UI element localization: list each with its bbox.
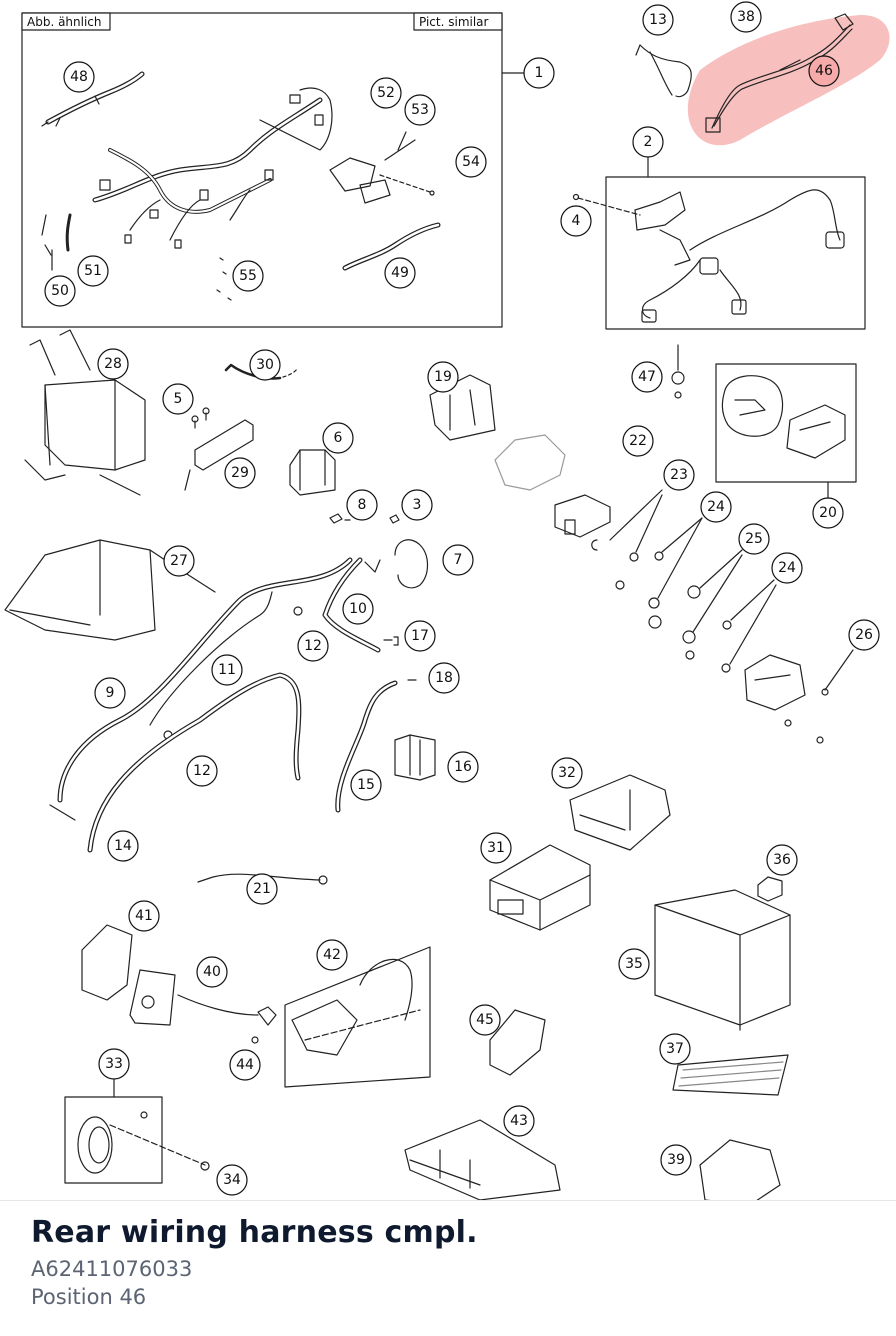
callout-22: 22 bbox=[629, 433, 647, 449]
group-frame-33 bbox=[64, 1096, 163, 1184]
callout-2: 2 bbox=[644, 134, 653, 150]
callout-55: 55 bbox=[239, 268, 257, 284]
callout-27: 27 bbox=[170, 553, 188, 569]
callout-11: 11 bbox=[218, 662, 236, 678]
callout-16: 16 bbox=[454, 759, 472, 775]
callout-43: 43 bbox=[510, 1113, 528, 1129]
callout-48: 48 bbox=[70, 69, 88, 85]
callout-51: 51 bbox=[84, 263, 102, 279]
highlight-part-46 bbox=[687, 14, 890, 146]
callout-42: 42 bbox=[323, 947, 341, 963]
callout-29: 29 bbox=[231, 465, 249, 481]
callout-24: 24 bbox=[707, 499, 725, 515]
callout-5: 5 bbox=[174, 391, 183, 407]
callout-3: 3 bbox=[413, 497, 422, 513]
callout-49: 49 bbox=[391, 265, 409, 281]
callout-25: 25 bbox=[745, 531, 763, 547]
callout-45: 45 bbox=[476, 1012, 494, 1028]
part-number: A62411076033 bbox=[31, 1257, 193, 1281]
callout-36: 36 bbox=[773, 852, 791, 868]
callout-50: 50 bbox=[51, 283, 69, 299]
callout-47: 47 bbox=[638, 369, 656, 385]
part-position: Position 46 bbox=[31, 1285, 147, 1309]
group-frame-20 bbox=[715, 363, 857, 483]
callout-24-second: 24 bbox=[778, 560, 796, 576]
part-info-panel: Rear wiring harness cmpl. A62411076033 P… bbox=[0, 1200, 896, 1336]
callout-8: 8 bbox=[358, 497, 367, 513]
callout-52: 52 bbox=[377, 85, 395, 101]
callout-26: 26 bbox=[855, 627, 873, 643]
callout-10: 10 bbox=[349, 601, 367, 617]
callout-30: 30 bbox=[256, 357, 274, 373]
frame-label-right: Pict. similar bbox=[419, 15, 489, 29]
group-frame-1 bbox=[21, 12, 503, 328]
callout-54: 54 bbox=[462, 154, 480, 170]
callout-41: 41 bbox=[135, 908, 153, 924]
callout-38: 38 bbox=[737, 9, 755, 25]
callout-28: 28 bbox=[104, 356, 122, 372]
callout-34: 34 bbox=[223, 1172, 241, 1188]
callout-23: 23 bbox=[670, 467, 688, 483]
callout-32: 32 bbox=[558, 765, 576, 781]
callout-13: 13 bbox=[649, 12, 667, 28]
callout-31: 31 bbox=[487, 840, 505, 856]
callout-7: 7 bbox=[454, 552, 463, 568]
callout-53: 53 bbox=[411, 102, 429, 118]
callout-20: 20 bbox=[819, 505, 837, 521]
callout-17: 17 bbox=[411, 628, 429, 644]
callout-37: 37 bbox=[666, 1041, 684, 1057]
callout-6: 6 bbox=[334, 430, 343, 446]
callout-4: 4 bbox=[572, 213, 581, 229]
callout-15: 15 bbox=[357, 777, 375, 793]
callout-1: 1 bbox=[535, 65, 544, 81]
group-frame-2 bbox=[605, 176, 866, 330]
exploded-view-drawing: Abb. ähnlich Pict. similar 1 2 3 4 5 6 7… bbox=[4, 1, 890, 1206]
callout-44: 44 bbox=[236, 1057, 254, 1073]
callout-21: 21 bbox=[253, 881, 271, 897]
callout-18: 18 bbox=[435, 670, 453, 686]
callout-12-second: 12 bbox=[193, 763, 211, 779]
callout-12: 12 bbox=[304, 638, 322, 654]
callout-9: 9 bbox=[106, 685, 115, 701]
frame-label-left: Abb. ähnlich bbox=[27, 15, 102, 29]
part-name: Rear wiring harness cmpl. bbox=[31, 1215, 478, 1250]
group-frame-42 bbox=[284, 946, 431, 1088]
callout-39: 39 bbox=[667, 1152, 685, 1168]
callout-14: 14 bbox=[114, 838, 132, 854]
callout-35: 35 bbox=[625, 956, 643, 972]
callout-40: 40 bbox=[203, 964, 221, 980]
callout-46-highlighted[interactable]: 46 bbox=[815, 63, 833, 79]
callout-33: 33 bbox=[105, 1056, 123, 1072]
parts-diagram: Abb. ähnlich Pict. similar 1 2 3 4 5 6 7… bbox=[4, 1, 890, 1206]
callout-19: 19 bbox=[434, 369, 452, 385]
